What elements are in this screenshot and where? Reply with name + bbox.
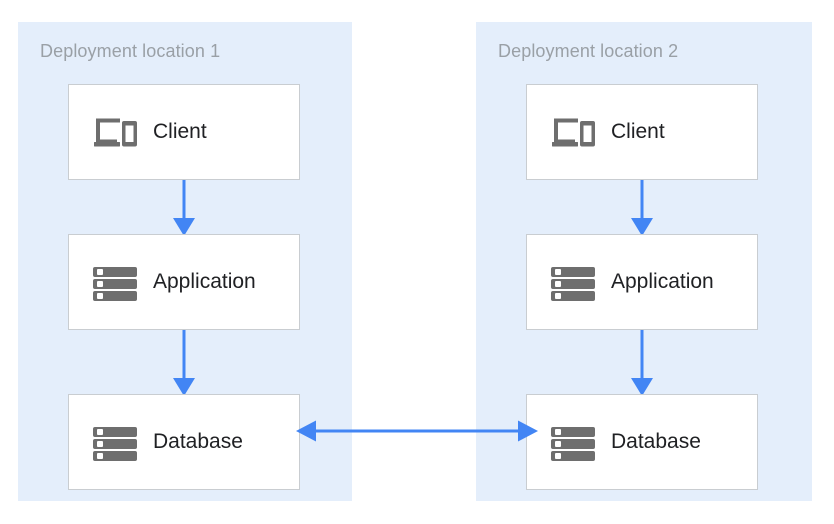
server-icon: [551, 427, 595, 461]
deployment-zone-2: Deployment location 2 Client: [476, 22, 812, 501]
arrow-client-to-application-1: [167, 180, 201, 236]
node-database-2[interactable]: Database: [526, 394, 758, 490]
node-client-2[interactable]: Client: [526, 84, 758, 180]
server-icon: [93, 427, 137, 461]
server-icon: [551, 267, 595, 301]
node-application-2[interactable]: Application: [526, 234, 758, 330]
node-label-application-2: Application: [611, 270, 714, 293]
node-label-client-2: Client: [611, 120, 665, 143]
arrow-application-to-database-2: [625, 330, 659, 396]
node-label-database-2: Database: [611, 430, 701, 453]
zone-title-1: Deployment location 1: [40, 41, 221, 61]
node-label-client-1: Client: [153, 120, 207, 143]
zone-title-2: Deployment location 2: [498, 41, 679, 61]
devices-icon: [94, 118, 137, 147]
arrow-application-to-database-1: [167, 330, 201, 396]
node-client-1[interactable]: Client: [68, 84, 300, 180]
node-label-application-1: Application: [153, 270, 256, 293]
devices-icon: [552, 118, 595, 147]
deployment-zone-1: Deployment location 1 Client: [18, 22, 352, 501]
server-icon: [93, 267, 137, 301]
arrow-client-to-application-2: [625, 180, 659, 236]
node-application-1[interactable]: Application: [68, 234, 300, 330]
node-database-1[interactable]: Database: [68, 394, 300, 490]
node-label-database-1: Database: [153, 430, 243, 453]
